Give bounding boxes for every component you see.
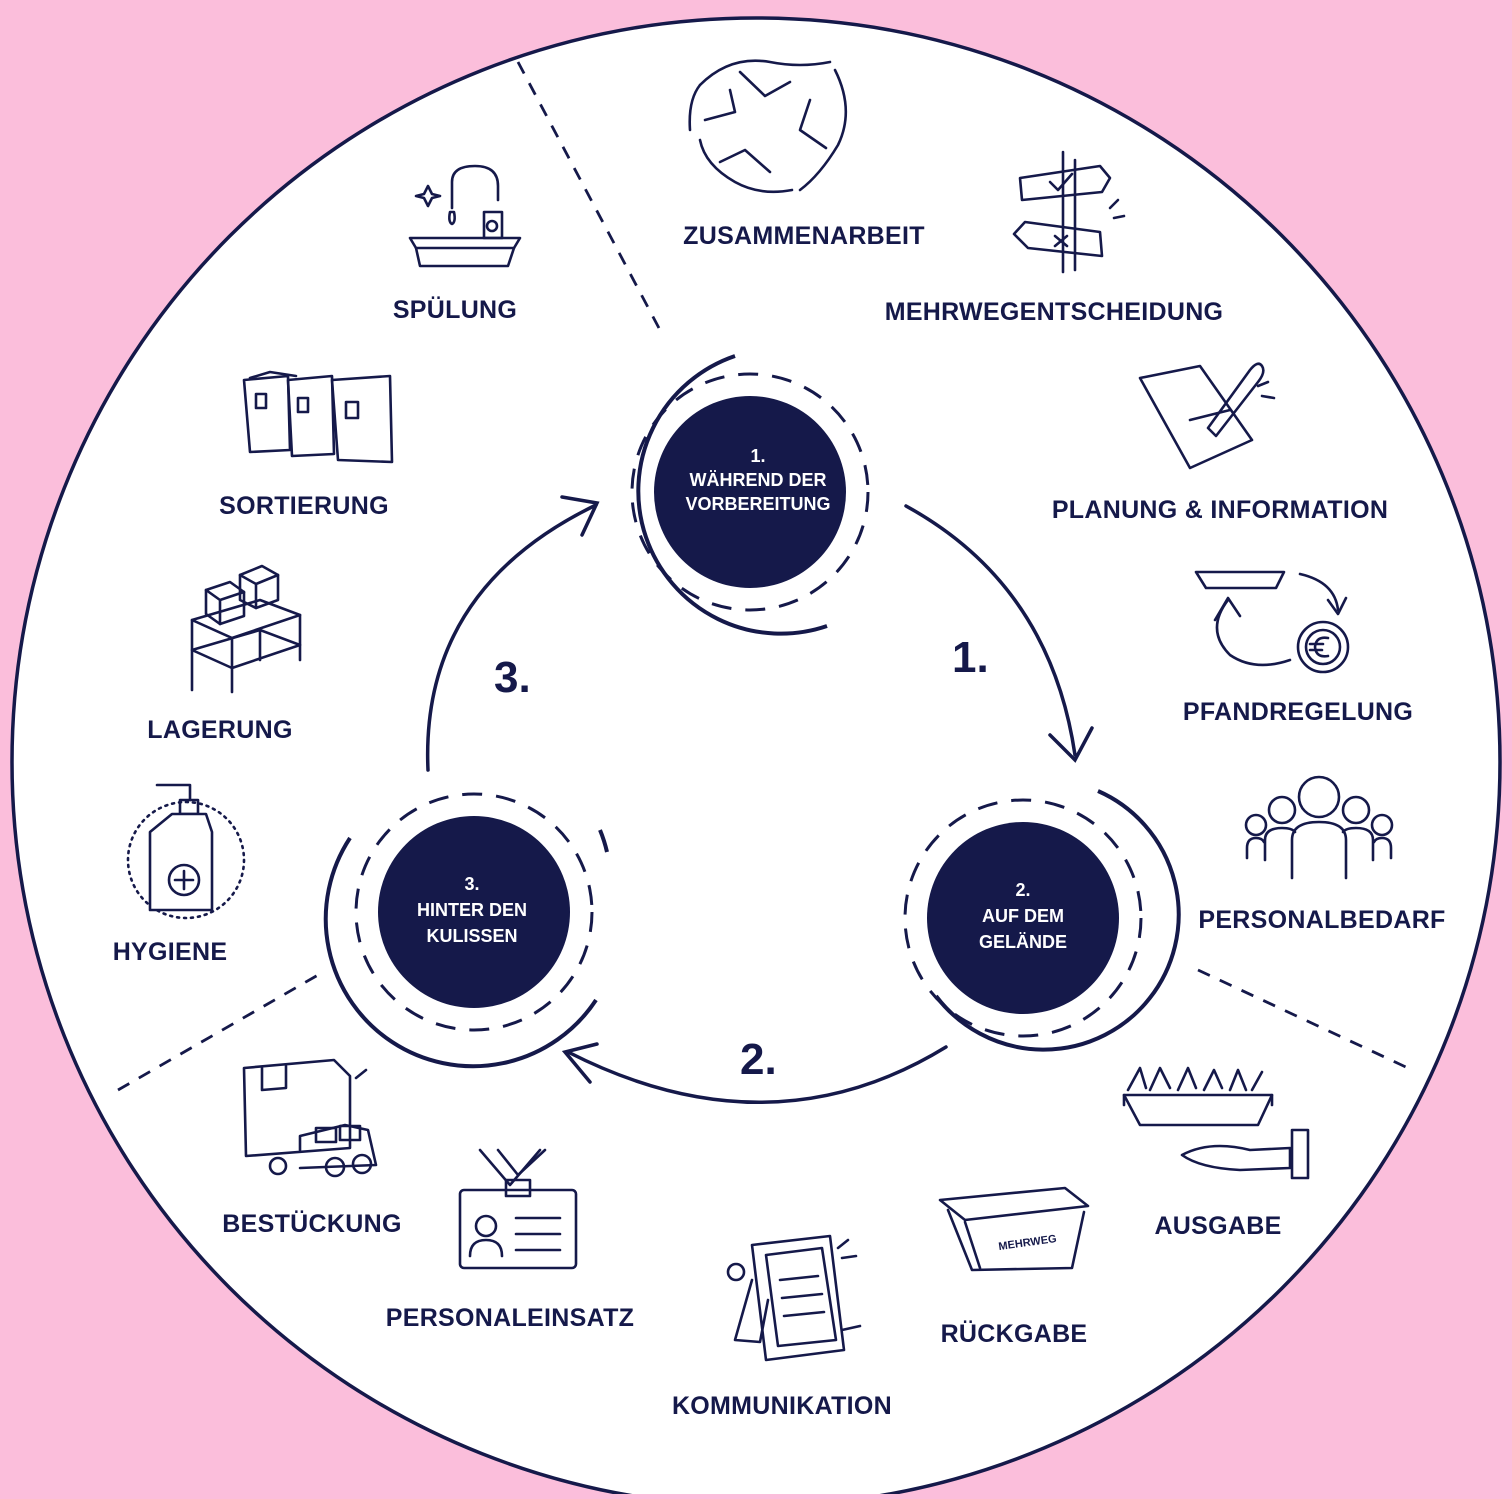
cycle-number-3: 3. (494, 653, 531, 702)
phase-hub-3: 3. HINTER DEN KULISSEN (323, 792, 609, 1069)
arrow-1-head (1048, 726, 1094, 763)
label-personaleinsatz: PERSONALEINSATZ (386, 1304, 635, 1332)
phase-1-line3: VORBEREITUNG (685, 494, 830, 514)
phase-1-line2: WÄHREND DER (690, 470, 827, 490)
label-sortierung: SORTIERUNG (219, 492, 389, 520)
phase-2-number: 2. (1015, 880, 1030, 900)
arrow-3 (425, 503, 598, 772)
phase-2-line3: GELÄNDE (979, 932, 1067, 952)
phase-3-number: 3. (464, 874, 479, 894)
label-kommunikation: KOMMUNIKATION (672, 1392, 892, 1420)
handshake-ring-icon (688, 59, 848, 194)
label-lagerung: LAGERUNG (147, 716, 292, 744)
tray-serving-icon (1122, 1066, 1310, 1180)
label-ausgabe: AUSGABE (1154, 1212, 1281, 1240)
hand-sanitizer-icon (126, 783, 246, 920)
id-badge-icon (458, 1148, 578, 1270)
label-bestueckung: BESTÜCKUNG (222, 1209, 401, 1238)
arrow-2-head (561, 1042, 599, 1084)
label-spuelung: SPÜLUNG (393, 295, 517, 324)
arrow-3-head (560, 495, 600, 537)
notice-board-icon (726, 1234, 862, 1362)
phase-1-number: 1. (750, 446, 765, 466)
section-dividers (117, 61, 1409, 1092)
delivery-truck-icon (242, 1058, 378, 1178)
label-rueckgabe: RÜCKGABE (941, 1319, 1088, 1348)
outer-circle (10, 16, 1502, 1499)
label-pfandregelung: PFANDREGELUNG (1183, 698, 1413, 726)
signing-document-icon (1138, 362, 1276, 470)
sorting-bins-icon (242, 370, 394, 464)
phase-hub-2: 2. AUF DEM GELÄNDE (903, 789, 1181, 1052)
storage-shelf-icon (190, 564, 302, 694)
signpost-icon (1012, 150, 1126, 274)
label-mehrwegentscheidung: MEHRWEGENTSCHEIDUNG (885, 298, 1224, 326)
label-hygiene: HYGIENE (113, 938, 228, 966)
cycle-number-2: 2. (740, 1035, 777, 1084)
phase-3-line2: HINTER DEN (417, 900, 527, 920)
phase-hub-1: 1. WÄHREND DER VORBEREITUNG (630, 354, 870, 636)
label-zusammenarbeit: ZUSAMMENARBEIT (683, 222, 925, 250)
phase-2-line2: AUF DEM (982, 906, 1064, 926)
sink-faucet-icon (408, 164, 522, 268)
phase-3-line3: KULISSEN (426, 926, 517, 946)
arrow-1 (904, 504, 1077, 757)
group-people-icon (1244, 775, 1394, 880)
label-planung: PLANUNG & INFORMATION (1052, 496, 1388, 524)
deposit-cycle-icon (1194, 570, 1350, 674)
label-personalbedarf: PERSONALBEDARF (1198, 906, 1445, 934)
arrow-2 (566, 1045, 948, 1104)
cycle-arrows (425, 495, 1094, 1104)
cycle-number-1: 1. (952, 633, 989, 682)
